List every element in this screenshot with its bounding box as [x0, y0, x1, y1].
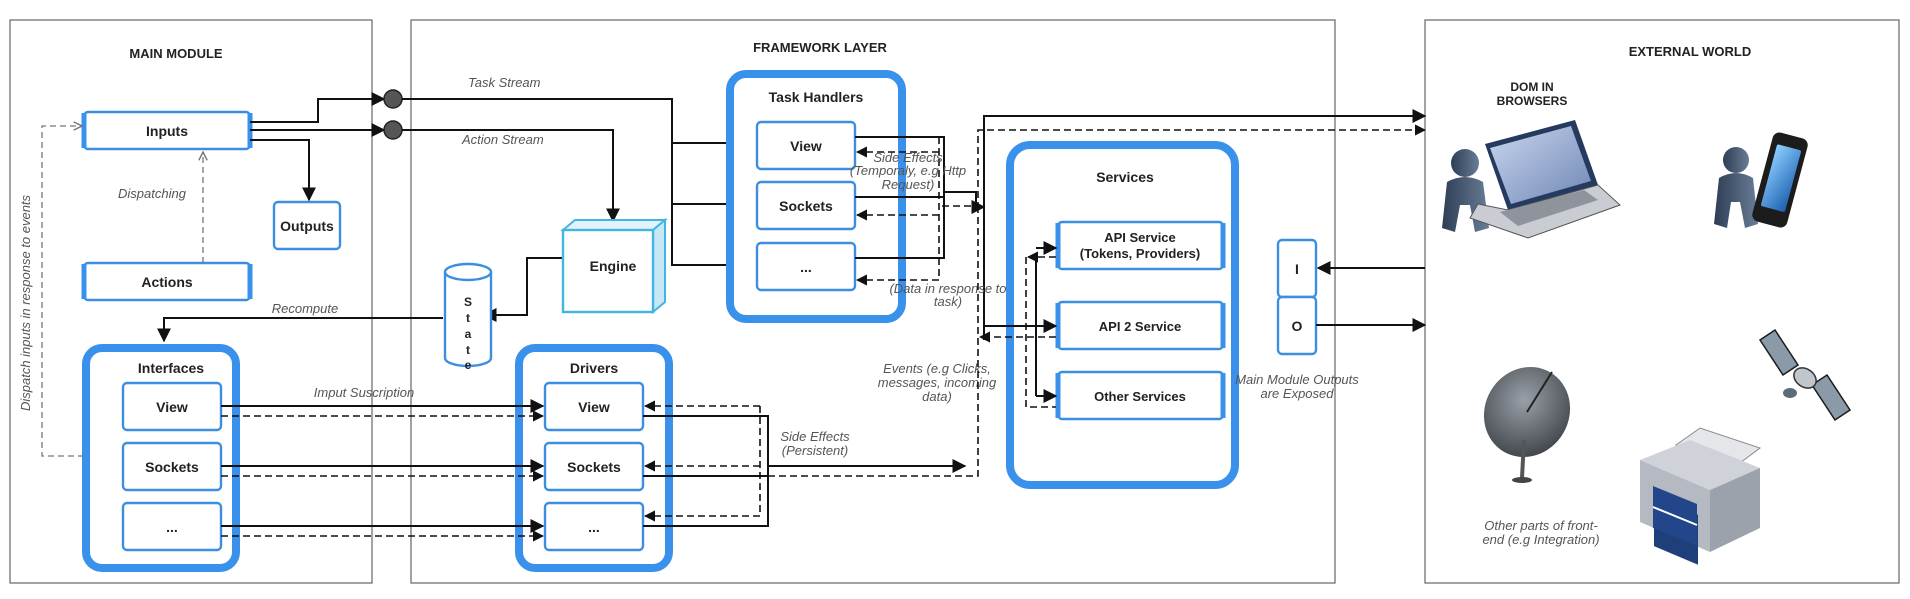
services-group: Services API Service (Tokens, Providers)… — [1006, 141, 1239, 489]
svg-text:View: View — [790, 138, 822, 154]
framework-connectors — [157, 98, 757, 343]
task-handler-more: ... — [755, 241, 857, 292]
svg-text:(Temporaly, e.g Http: (Temporaly, e.g Http — [850, 163, 966, 178]
driver-item-view: View — [543, 381, 645, 432]
svg-text:data): data) — [922, 389, 952, 404]
svg-text:API Service: API Service — [1104, 230, 1176, 245]
actions-node: Actions — [81, 261, 253, 302]
services-title: Services — [1096, 169, 1154, 185]
task-handlers-title: Task Handlers — [769, 89, 864, 105]
svg-text:...: ... — [166, 519, 178, 535]
output-port-label: O — [1292, 318, 1303, 334]
svg-text:t: t — [466, 311, 470, 325]
drivers-title: Drivers — [570, 360, 618, 376]
svg-text:task): task) — [934, 294, 962, 309]
interfaces-title: Interfaces — [138, 360, 204, 376]
main-module-title: MAIN MODULE — [129, 46, 222, 61]
svg-text:DOM IN: DOM IN — [1510, 80, 1553, 94]
svg-text:BROWSERS: BROWSERS — [1497, 94, 1568, 108]
task-stream-dot — [383, 89, 403, 109]
svg-text:S: S — [464, 295, 472, 309]
svg-text:...: ... — [588, 519, 600, 535]
drivers-group: Drivers View Sockets ... — [515, 344, 673, 572]
action-stream-dot — [383, 120, 403, 140]
services-connectors — [978, 241, 1058, 408]
engine-node: Engine — [560, 217, 668, 315]
interface-item-view: View — [121, 381, 223, 432]
task-handler-view: View — [755, 120, 857, 171]
svg-text:Side Effects: Side Effects — [873, 150, 943, 165]
svg-text:Sockets: Sockets — [145, 459, 199, 475]
driver-item-more: ... — [543, 501, 645, 552]
svg-text:a: a — [465, 327, 472, 341]
input-subscription-label: Imput Suscription — [314, 385, 414, 400]
recompute-label: Recompute — [272, 301, 338, 316]
svg-text:Sockets: Sockets — [779, 198, 833, 214]
dispatch-side-label: Dispatch inputs in response to events — [18, 194, 33, 411]
main-connectors — [41, 92, 386, 457]
driver-side-connectors — [643, 206, 979, 527]
service-other: Other Services — [1055, 370, 1226, 421]
svg-text:(Tokens, Providers): (Tokens, Providers) — [1080, 246, 1200, 261]
interface-item-more: ... — [121, 501, 223, 552]
svg-text:Main Module Outputs: Main Module Outputs — [1235, 372, 1359, 387]
user-laptop-icon — [1442, 120, 1621, 239]
svg-text:t: t — [466, 343, 470, 357]
interfaces-group: Interfaces View Sockets ... — [82, 344, 240, 572]
task-handler-connectors — [855, 109, 1427, 340]
actions-label: Actions — [141, 274, 193, 290]
svg-text:...: ... — [800, 259, 812, 275]
interface-item-sockets: Sockets — [121, 441, 223, 492]
inputs-label: Inputs — [146, 123, 188, 139]
outputs-label: Outputs — [280, 218, 334, 234]
task-handler-sockets: Sockets — [755, 180, 857, 231]
action-stream-label: Action Stream — [461, 132, 544, 147]
interface-driver-connectors — [221, 399, 545, 542]
service-api: API Service (Tokens, Providers) — [1055, 220, 1226, 271]
service-api2: API 2 Service — [1055, 300, 1226, 351]
svg-text:end (e.g Integration): end (e.g Integration) — [1482, 532, 1599, 547]
inputs-node: Inputs — [81, 110, 253, 151]
svg-text:View: View — [156, 399, 188, 415]
svg-text:Sockets: Sockets — [567, 459, 621, 475]
external-world-title: EXTERNAL WORLD — [1629, 44, 1752, 59]
outputs-node: Outputs — [272, 200, 342, 251]
input-port-label: I — [1295, 261, 1299, 277]
svg-text:messages, incoming: messages, incoming — [878, 375, 997, 390]
user-phone-icon — [1714, 132, 1808, 228]
framework-layer-title: FRAMEWORK LAYER — [753, 40, 887, 55]
satellite-icon — [1758, 328, 1852, 422]
svg-text:(Persistent): (Persistent) — [782, 443, 848, 458]
svg-text:are Exposed: are Exposed — [1261, 386, 1335, 401]
svg-text:Request): Request) — [882, 177, 935, 192]
svg-text:Events (e.g Clicks,: Events (e.g Clicks, — [883, 361, 991, 376]
satellite-dish-icon — [1483, 366, 1571, 483]
svg-text:Other Services: Other Services — [1094, 389, 1186, 404]
printer-icon — [1640, 427, 1762, 565]
dispatching-label: Dispatching — [118, 186, 187, 201]
driver-item-sockets: Sockets — [543, 441, 645, 492]
svg-text:e: e — [465, 358, 472, 372]
svg-text:API 2 Service: API 2 Service — [1099, 319, 1181, 334]
engine-label: Engine — [590, 258, 637, 274]
state-store: S t a t e — [443, 262, 493, 372]
task-stream-label: Task Stream — [468, 75, 541, 90]
svg-text:View: View — [578, 399, 610, 415]
svg-text:Other parts of front-: Other parts of front- — [1484, 518, 1598, 533]
svg-text:Side Effects: Side Effects — [780, 429, 850, 444]
io-port: I O — [1276, 238, 1427, 356]
